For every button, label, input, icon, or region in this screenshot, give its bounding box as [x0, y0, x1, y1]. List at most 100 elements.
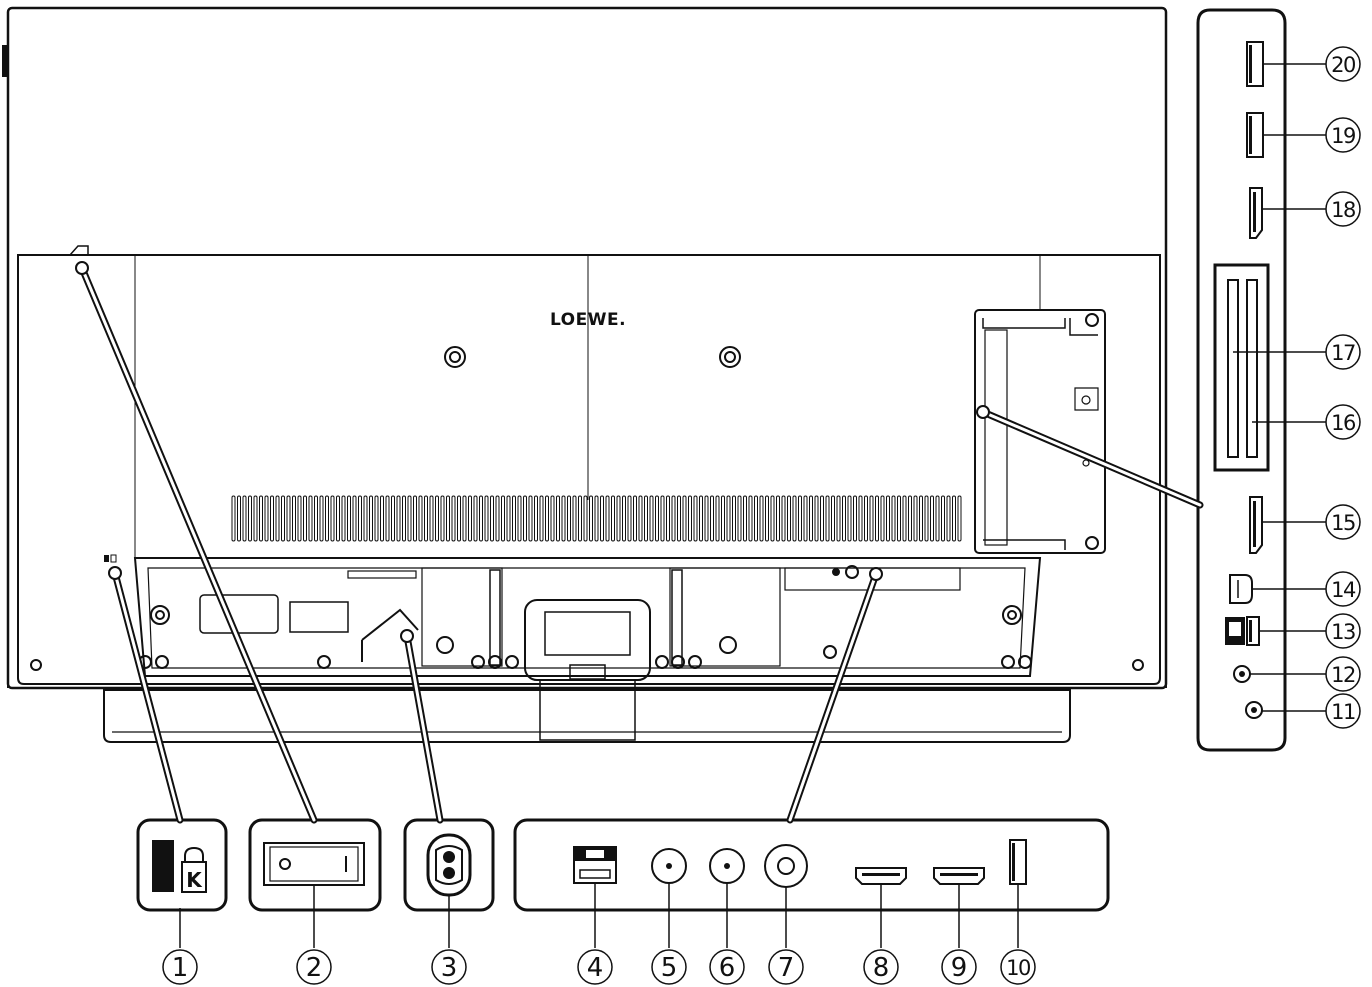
vent-slot: [336, 495, 340, 542]
vent-slot: [765, 495, 769, 542]
callout-number-7: 7: [778, 953, 795, 983]
vent-slot: [561, 495, 566, 542]
vent-slot: [281, 495, 285, 542]
vent-slot: [913, 495, 918, 542]
vent-slot: [600, 495, 604, 542]
vent-slot: [352, 495, 357, 542]
callout-number-5: 5: [661, 953, 678, 983]
vent-slot: [754, 495, 758, 542]
vent-slot: [809, 495, 813, 542]
vent-slot: [902, 495, 907, 542]
kensington-lock-icon: K: [181, 846, 207, 893]
vent-slot: [726, 495, 731, 542]
power-socket-icon: [426, 833, 472, 897]
vent-slot: [666, 495, 670, 542]
callout-circle-12: [1325, 656, 1361, 692]
callout-circle-10: [1000, 949, 1036, 985]
vent-slot: [644, 495, 648, 542]
vent-slot: [770, 495, 775, 542]
vent-slot: [534, 495, 538, 542]
vent-slot: [286, 495, 291, 542]
callout-circle-11: [1325, 693, 1361, 729]
vent-slot: [737, 495, 742, 542]
vent-slot: [435, 495, 439, 542]
antenna-port-icon: [651, 848, 687, 884]
callout-circle-18: [1325, 191, 1361, 227]
vent-slot: [231, 495, 236, 542]
vent-slot: [539, 495, 544, 542]
vent-slot: [858, 495, 863, 542]
vent-slot: [677, 495, 681, 542]
vent-slot: [319, 495, 324, 542]
vent-slot: [391, 495, 395, 542]
vent-slot: [440, 495, 445, 542]
vent-slot: [572, 495, 577, 542]
vent-slot: [479, 495, 483, 542]
vent-slot: [429, 495, 434, 542]
side-connector-bay: [974, 309, 1106, 554]
vent-slot: [710, 495, 714, 542]
hdmi-port-icon: [933, 867, 985, 885]
vent-slot: [523, 495, 527, 542]
vent-slot: [655, 495, 659, 542]
vent-slot: [864, 495, 868, 542]
vent-slot: [396, 495, 401, 542]
callout-number-8: 8: [873, 953, 890, 983]
vent-slot: [567, 495, 571, 542]
vent-slot: [957, 495, 962, 542]
vent-slot: [688, 495, 692, 542]
svg-text:K: K: [186, 868, 203, 892]
vent-slot: [270, 495, 274, 542]
callout-number-2: 2: [306, 953, 323, 983]
vent-slot: [638, 495, 643, 542]
callout-number-1: 1: [172, 953, 189, 983]
vent-slot: [732, 495, 736, 542]
callout-number-10: 10: [1006, 956, 1030, 980]
audio-jack-icon: [1245, 701, 1263, 719]
vent-slot: [341, 495, 346, 542]
vent-slot: [308, 495, 313, 542]
vent-slot: [919, 495, 923, 542]
vent-slot: [589, 495, 593, 542]
side-leader-lines: [1233, 63, 1326, 712]
vent-slot: [880, 495, 885, 542]
vent-slot: [908, 495, 912, 542]
vent-slot: [616, 495, 621, 542]
callout-number-17: 17: [1331, 341, 1355, 365]
callout-number-18: 18: [1331, 198, 1355, 222]
vent-slot: [380, 495, 384, 542]
vent-slot: [264, 495, 269, 542]
vent-slot: [253, 495, 258, 542]
vent-slot: [528, 495, 533, 542]
callout-circle-19: [1325, 117, 1361, 153]
callout-circle-9: [941, 949, 977, 985]
vent-slot: [820, 495, 824, 542]
vent-slot: [495, 495, 500, 542]
lan-port-icon: [573, 846, 617, 884]
vent-slot: [292, 495, 296, 542]
callout-number-19: 19: [1331, 124, 1355, 148]
callout-circle-4: [577, 949, 613, 985]
vent-slot: [633, 495, 637, 542]
vent-slot: [869, 495, 874, 542]
vent-slot: [385, 495, 390, 542]
callout-circle-5: [651, 949, 687, 985]
callout-number-4: 4: [587, 953, 604, 983]
callout-circle-13: [1325, 613, 1361, 649]
vent-slot: [451, 495, 456, 542]
rear-connectors-detail-box: [513, 818, 1110, 912]
kensington-slot-icon: [152, 840, 174, 892]
ci-slot-frame: [1213, 263, 1270, 472]
vent-slot: [473, 495, 478, 542]
satellite-port-icon: [764, 844, 808, 888]
callout-circle-14: [1325, 571, 1361, 607]
vent-slot: [363, 495, 368, 542]
vent-slot: [611, 495, 615, 542]
callout-circle-8: [863, 949, 899, 985]
callout-circle-15: [1325, 504, 1361, 540]
vent-slot: [748, 495, 753, 542]
vent-slot: [512, 495, 516, 542]
side-connector-panel: [1196, 8, 1287, 752]
vent-slot: [578, 495, 582, 542]
